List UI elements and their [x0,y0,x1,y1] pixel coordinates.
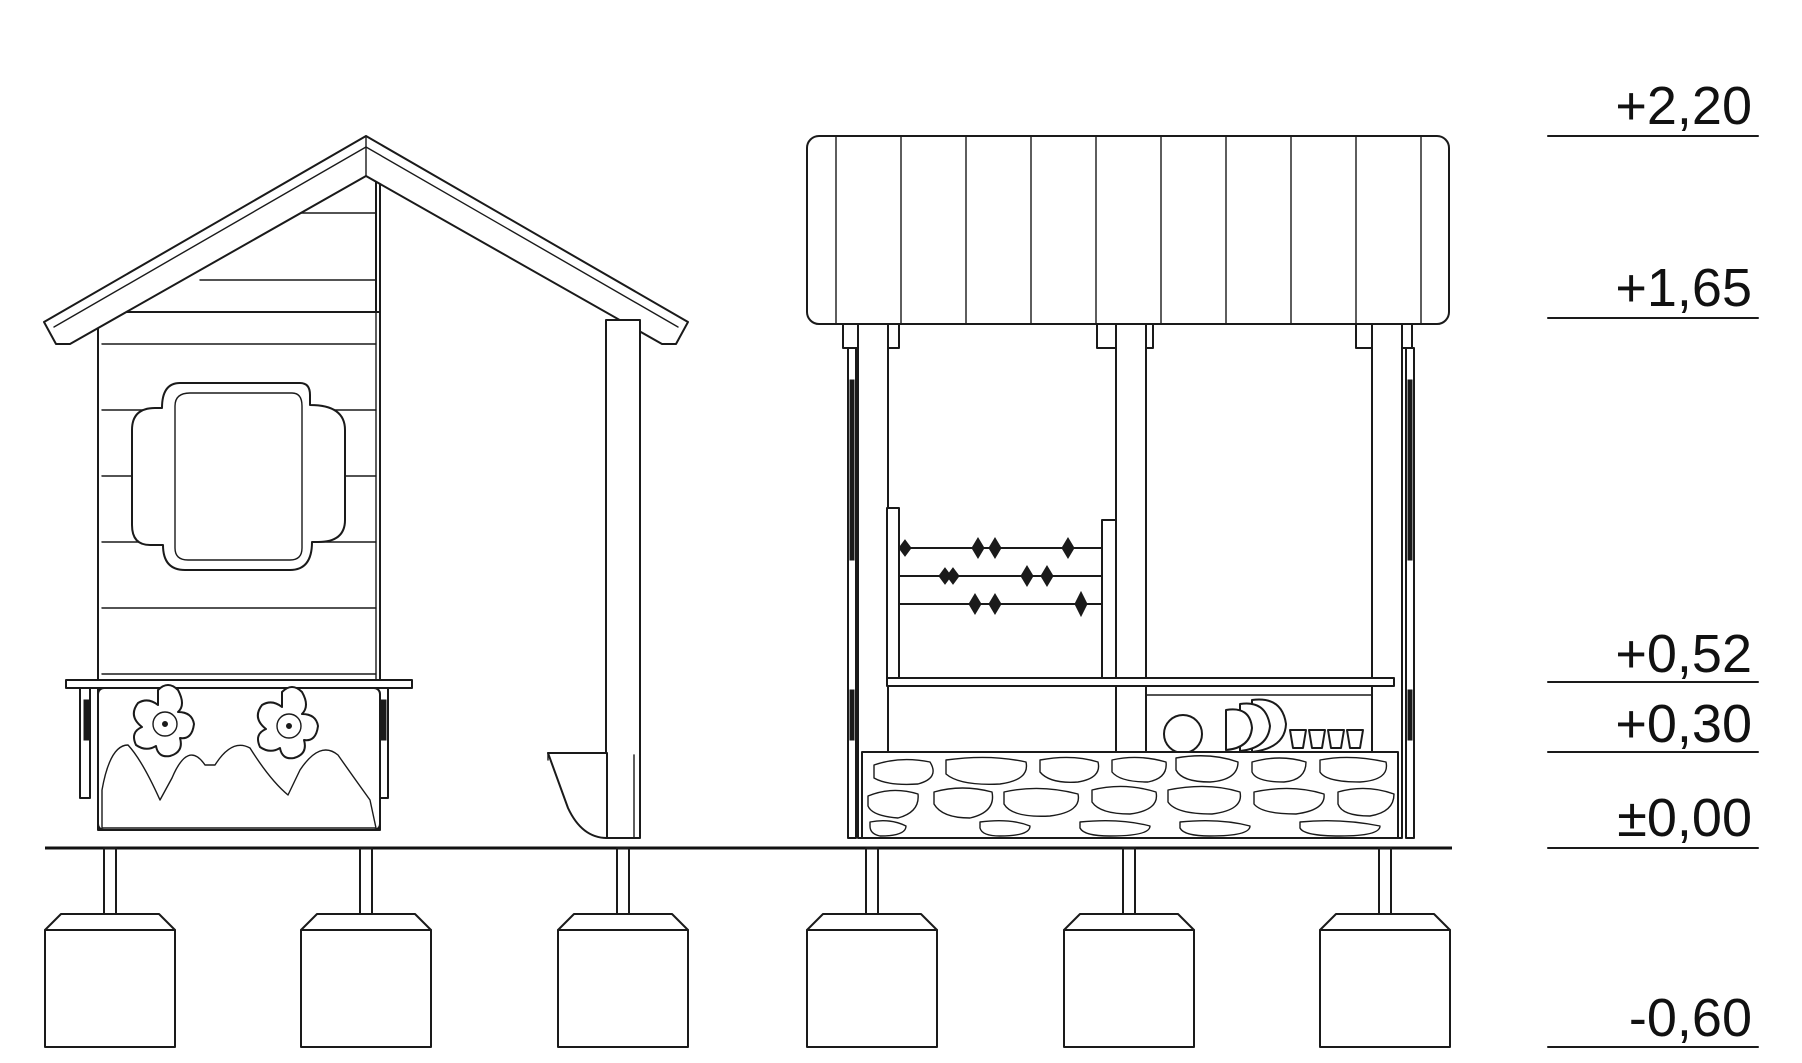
flower-1 [132,684,195,758]
back-post [605,319,641,839]
foundation-2 [300,847,432,1048]
stone-base [861,751,1399,839]
level-markers: +2,20 +1,65 +0,52 +0,30 ±0,00 -0,60 [1547,76,1759,1048]
gable-post [375,179,381,313]
foundation-5 [1063,847,1195,1048]
level-label-0-30: +0,30 [1615,694,1752,754]
level-marker-minus-0-60: -0,60 [1547,988,1759,1048]
side-window [131,382,346,571]
level-label-1-65: +1,65 [1615,258,1752,318]
abacus-beads [898,537,1088,618]
flower-2 [256,686,319,760]
level-marker-0-30: +0,30 [1547,694,1759,754]
toy-dishes [1163,698,1364,754]
side-frames [847,347,1415,839]
level-marker-0-00: ±0,00 [1547,788,1759,849]
level-label-0-52: +0,52 [1615,624,1752,684]
flower-panel [97,684,381,831]
level-marker-0-52: +0,52 [1547,624,1759,684]
stones [867,755,1395,837]
side-roof [43,135,689,345]
foundations [44,847,1451,1048]
foundation-6 [1319,847,1451,1048]
abacus [886,507,1117,684]
level-label-minus-0-60: -0,60 [1629,988,1752,1048]
foundation-1 [44,847,176,1048]
level-label-2-20: +2,20 [1615,76,1752,136]
playhouse-side-elevation [43,135,689,839]
foundation-3 [557,847,689,1048]
counter-shelf [65,679,413,799]
playhouse-front-elevation [806,135,1450,839]
toy-cups [1289,729,1364,749]
front-roof [806,135,1450,325]
grass-shape [101,744,377,829]
level-marker-1-65: +1,65 [1547,258,1759,319]
counter-rail [886,677,1395,696]
level-marker-2-20: +2,20 [1547,76,1759,137]
slide-outlet [547,752,608,839]
level-label-0-00: ±0,00 [1617,788,1752,848]
foundation-4 [806,847,938,1048]
